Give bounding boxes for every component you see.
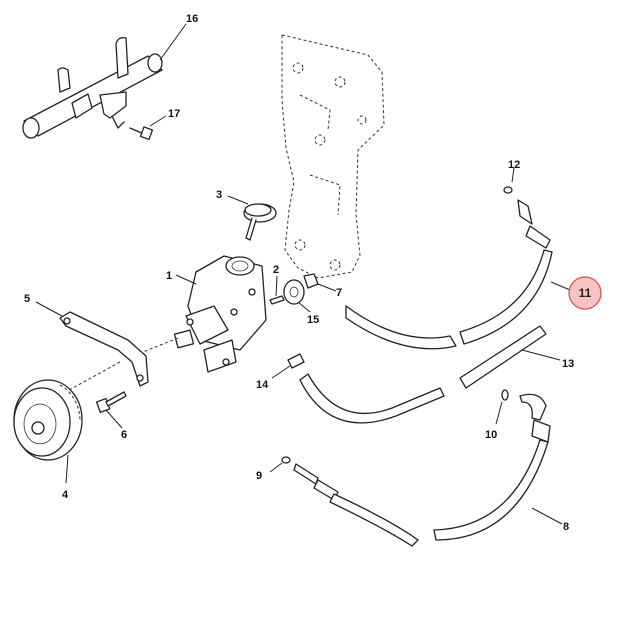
part-8-hose-assembly[interactable] xyxy=(293,393,563,547)
callout-1: 1 xyxy=(166,270,172,282)
part-2-stud[interactable] xyxy=(269,275,285,305)
part-11-pressure-hose[interactable] xyxy=(345,199,571,350)
callout-6: 6 xyxy=(121,429,127,441)
part-16-cooler-tube[interactable] xyxy=(22,23,187,139)
callout-12: 12 xyxy=(508,159,520,171)
callout-13: 13 xyxy=(562,358,574,370)
part-15-spacer[interactable] xyxy=(283,279,311,313)
part-14-fitting[interactable] xyxy=(271,353,305,379)
callout-3: 3 xyxy=(216,189,222,201)
callout-5: 5 xyxy=(24,293,30,305)
callout-11: 11 xyxy=(579,286,592,300)
part-13-return-hose[interactable] xyxy=(299,325,561,424)
callout-8: 8 xyxy=(563,521,569,533)
part-9-o-ring[interactable] xyxy=(269,456,291,473)
part-10-o-ring[interactable] xyxy=(495,389,509,425)
part-6-bolt[interactable] xyxy=(95,391,127,429)
part-17-screw[interactable] xyxy=(129,115,167,141)
callout-4: 4 xyxy=(62,489,69,501)
part-4-pulley[interactable] xyxy=(13,379,83,484)
callout-15: 15 xyxy=(307,314,319,326)
callout-17: 17 xyxy=(168,108,180,120)
callout-10: 10 xyxy=(485,429,497,441)
callout-11-highlight[interactable]: 11 xyxy=(568,276,602,310)
callout-2: 2 xyxy=(273,264,279,276)
part-7-nut[interactable] xyxy=(303,273,337,292)
callout-9: 9 xyxy=(256,470,262,482)
callout-7: 7 xyxy=(336,287,342,299)
callout-14: 14 xyxy=(256,379,269,391)
part-12-o-ring[interactable] xyxy=(503,167,515,194)
part-5-bracket[interactable] xyxy=(35,301,149,387)
callout-11-circle xyxy=(568,276,602,310)
callout-16: 16 xyxy=(186,13,198,25)
part-1-pump[interactable] xyxy=(59,255,267,396)
engine-bracket-outline xyxy=(281,34,385,279)
part-3-knob[interactable] xyxy=(227,195,277,241)
